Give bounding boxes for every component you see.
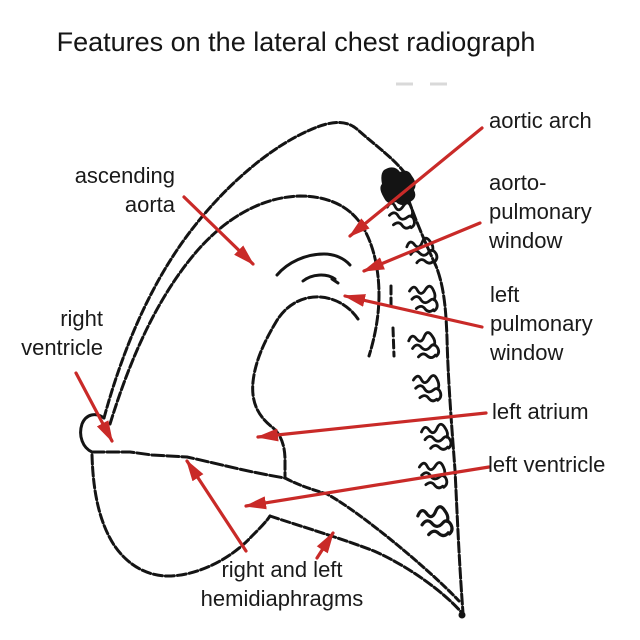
ascending-aorta-inner-curve-path <box>108 194 381 426</box>
arrow-aortic-arch <box>348 126 484 238</box>
left-hemidiaphragm-path <box>283 476 461 603</box>
vertebrae-scribbles-group <box>380 167 455 540</box>
diagram-title: Features on the lateral chest radiograph <box>56 27 536 57</box>
label-left-pulmonary-window: left pulmonary window <box>490 282 593 365</box>
pulmonary-artery-inner-dash-path <box>301 273 340 285</box>
label-hemidiaphragms: right and left hemidiaphragms <box>200 557 364 611</box>
label-aortic-arch: aortic arch <box>489 108 592 133</box>
arrow-hemidiaphragm-left <box>185 459 248 553</box>
annotation-arrows-group <box>74 126 491 560</box>
arrow-left-ventricle <box>244 465 491 510</box>
arrow-ascending-aorta <box>182 195 255 266</box>
costophrenic-angle-dot <box>458 611 466 619</box>
right-hemidiaphragm-path <box>268 514 464 615</box>
arrow-right-ventricle <box>74 371 114 443</box>
arrow-aorto-pulmonary-window <box>362 221 482 273</box>
label-left-atrium: left atrium <box>492 399 589 424</box>
inferior-heart-border-path <box>90 450 287 480</box>
arrow-left-atrium <box>256 411 488 442</box>
left-atrium-border-path <box>251 295 360 480</box>
arrow-left-pulmonary-window <box>343 294 484 329</box>
arrow-hemidiaphragm-right <box>315 531 335 560</box>
label-left-ventricle: left ventricle <box>488 452 606 477</box>
label-right-ventricle: right ventricle <box>21 306 103 360</box>
pulmonary-artery-upper-arc-path <box>275 252 352 277</box>
label-aorto-pulmonary-window: aorto- pulmonary window <box>489 170 592 253</box>
descending-aorta-dash-path <box>389 284 396 358</box>
aortic-arch-outer-curve-path <box>102 121 409 420</box>
heart-apex-bottom-path <box>90 453 272 578</box>
label-ascending-aorta: ascending aorta <box>74 163 175 217</box>
vertebra-blob <box>380 167 416 205</box>
